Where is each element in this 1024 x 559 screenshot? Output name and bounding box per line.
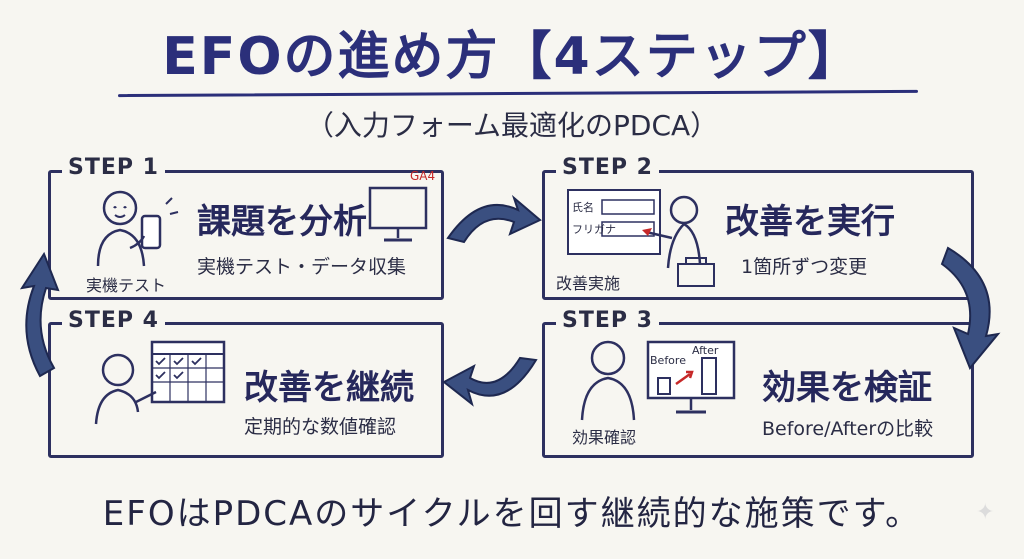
chart-label-after: After xyxy=(692,344,719,357)
step3-caption: 効果確認 xyxy=(572,428,637,447)
page-title: EFOの進め方【4ステップ】 xyxy=(162,27,862,87)
step3-panel xyxy=(542,322,974,458)
form-field-name: 氏名 xyxy=(572,201,594,214)
person-phone-icon xyxy=(96,190,179,267)
step1-heading: 課題を分析 xyxy=(197,202,367,242)
form-field-furigana: フリガナ xyxy=(572,223,616,236)
step4-panel xyxy=(48,322,444,458)
step3-label: STEP 3 xyxy=(556,308,659,333)
step1-panel xyxy=(48,170,444,300)
calendar-person-icon xyxy=(94,340,226,425)
step3-sub: Before/Afterの比較 xyxy=(762,418,934,440)
step4-heading: 改善を継続 xyxy=(244,368,414,408)
monitor-icon xyxy=(368,186,428,242)
page-subtitle: （入力フォーム最適化のPDCA） xyxy=(305,109,719,142)
before-after-monitor-icon xyxy=(646,340,736,414)
arrow-step1-to-step2 xyxy=(446,194,542,244)
step1-sub: 実機テスト・データ収集 xyxy=(197,256,407,278)
step1-caption: 実機テスト xyxy=(86,276,167,295)
form-edit-icon xyxy=(567,189,715,287)
chart-label-before: Before xyxy=(650,354,686,367)
arrow-step2-to-step3 xyxy=(940,246,1001,370)
step1-tag: GA4 xyxy=(410,169,436,183)
footer-message: EFOはPDCAのサイクルを回す継続的な施策です。 xyxy=(102,494,922,534)
step4-label: STEP 4 xyxy=(62,308,165,333)
title-underline xyxy=(117,89,919,98)
arrow-step3-to-step4 xyxy=(442,356,538,407)
step1-label: STEP 1 xyxy=(62,155,165,180)
step2-panel xyxy=(542,170,974,300)
arrow-step4-to-step1 xyxy=(19,251,60,378)
step2-label: STEP 2 xyxy=(556,155,659,180)
sparkle-icon: ✦ xyxy=(976,500,995,525)
step3-heading: 効果を検証 xyxy=(762,368,932,408)
step4-sub: 定期的な数値確認 xyxy=(244,416,397,438)
step2-sub: 1箇所ずつ変更 xyxy=(741,256,868,278)
step2-caption: 改善実施 xyxy=(556,274,621,293)
step2-heading: 改善を実行 xyxy=(725,202,895,242)
person-icon xyxy=(580,340,636,421)
